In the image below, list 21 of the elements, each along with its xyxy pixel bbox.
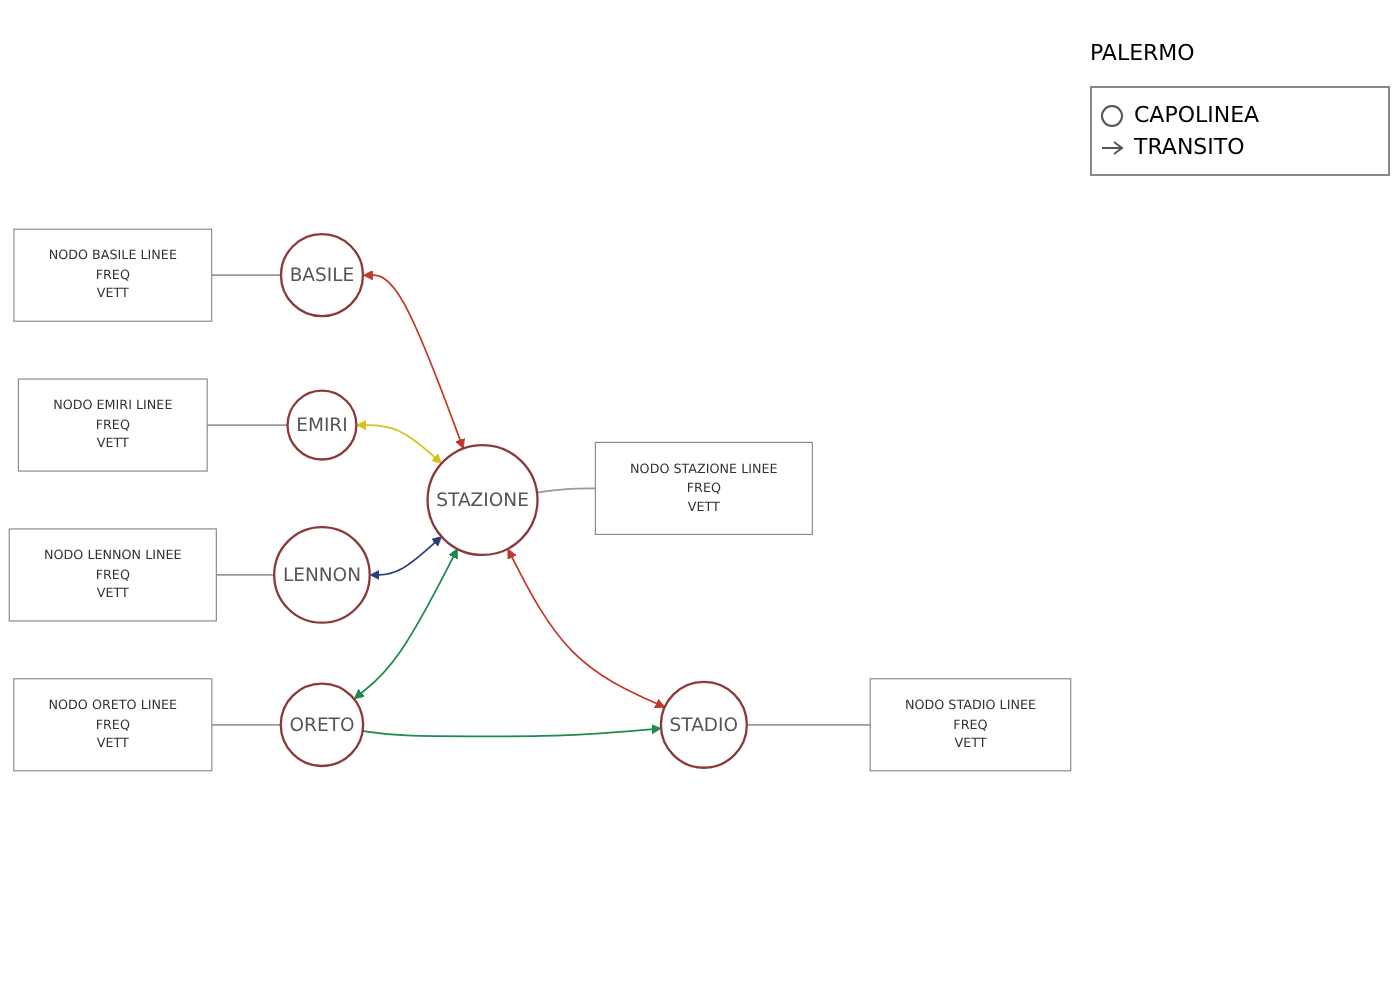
- legend-text: TRANSITO: [1134, 134, 1245, 160]
- arrow: [361, 724, 662, 738]
- legend-text: CAPOLINEA: [1134, 102, 1260, 128]
- connector: [210, 723, 282, 726]
- node-circle: STADIO: [659, 680, 748, 769]
- node-circle: BASILE: [279, 233, 365, 318]
- connector: [210, 274, 282, 277]
- arrow: [507, 548, 666, 709]
- note-text: PALERMO: [1090, 40, 1197, 66]
- connector: [745, 723, 872, 726]
- arrow: [356, 419, 442, 464]
- node-circle: STAZIONE: [426, 443, 539, 557]
- connector: [215, 574, 276, 576]
- node-circle: ORETO: [279, 682, 365, 768]
- arrow: [362, 270, 465, 449]
- node-circle: EMIRI: [286, 389, 358, 461]
- connector: [206, 424, 289, 426]
- arrow: [369, 536, 442, 581]
- connector: [536, 487, 597, 494]
- arrow: [353, 548, 458, 700]
- node-circle: LENNON: [273, 526, 371, 624]
